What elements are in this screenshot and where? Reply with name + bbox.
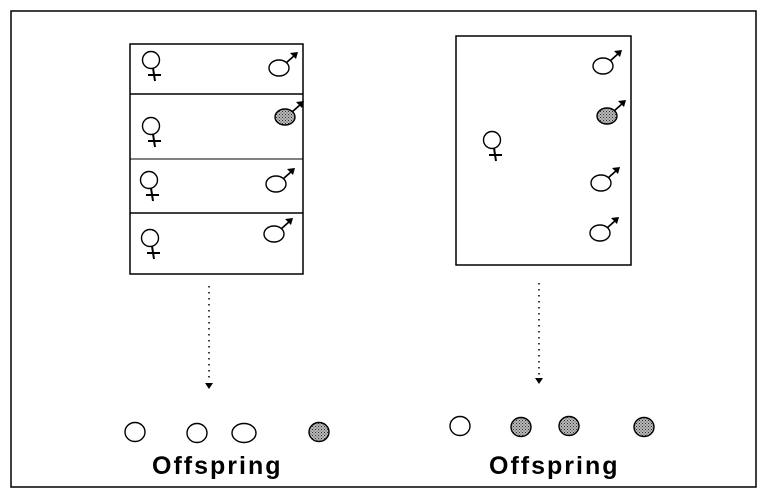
right-arrowhead-icon bbox=[535, 378, 543, 384]
plain-offspring-icon bbox=[231, 422, 257, 444]
female-symbol-icon bbox=[482, 130, 502, 162]
figure-frame bbox=[10, 10, 757, 488]
left-arrowhead-icon bbox=[205, 383, 213, 389]
male-symbol-icon bbox=[274, 101, 304, 126]
male-symbol-icon bbox=[265, 168, 295, 193]
male-symbol-icon bbox=[589, 217, 619, 242]
shaded-offspring-icon bbox=[308, 421, 330, 443]
female-symbol-icon bbox=[140, 228, 160, 260]
female-symbol-icon bbox=[139, 170, 159, 202]
right-offspring-row bbox=[449, 415, 655, 438]
shaded-offspring-icon bbox=[510, 416, 532, 438]
plain-offspring-icon bbox=[449, 415, 471, 437]
left-offspring-label: Offspring bbox=[152, 452, 283, 480]
left-offspring-row bbox=[124, 421, 330, 444]
male-symbol-icon bbox=[263, 218, 293, 243]
right-offspring-label: Offspring bbox=[489, 452, 620, 480]
female-symbol-icon bbox=[141, 116, 161, 148]
shaded-offspring-icon bbox=[558, 415, 580, 437]
male-symbol-icon bbox=[596, 100, 626, 125]
male-symbol-icon bbox=[268, 52, 298, 77]
plain-offspring-icon bbox=[186, 422, 208, 444]
female-symbol-icon bbox=[141, 50, 161, 82]
left-mating-box bbox=[129, 43, 304, 275]
plain-offspring-icon bbox=[124, 421, 146, 443]
shaded-offspring-icon bbox=[633, 416, 655, 438]
male-symbol-icon bbox=[592, 50, 622, 75]
male-symbol-icon bbox=[590, 167, 620, 192]
right-mating-box bbox=[455, 35, 632, 266]
right-box-outline bbox=[455, 35, 632, 266]
